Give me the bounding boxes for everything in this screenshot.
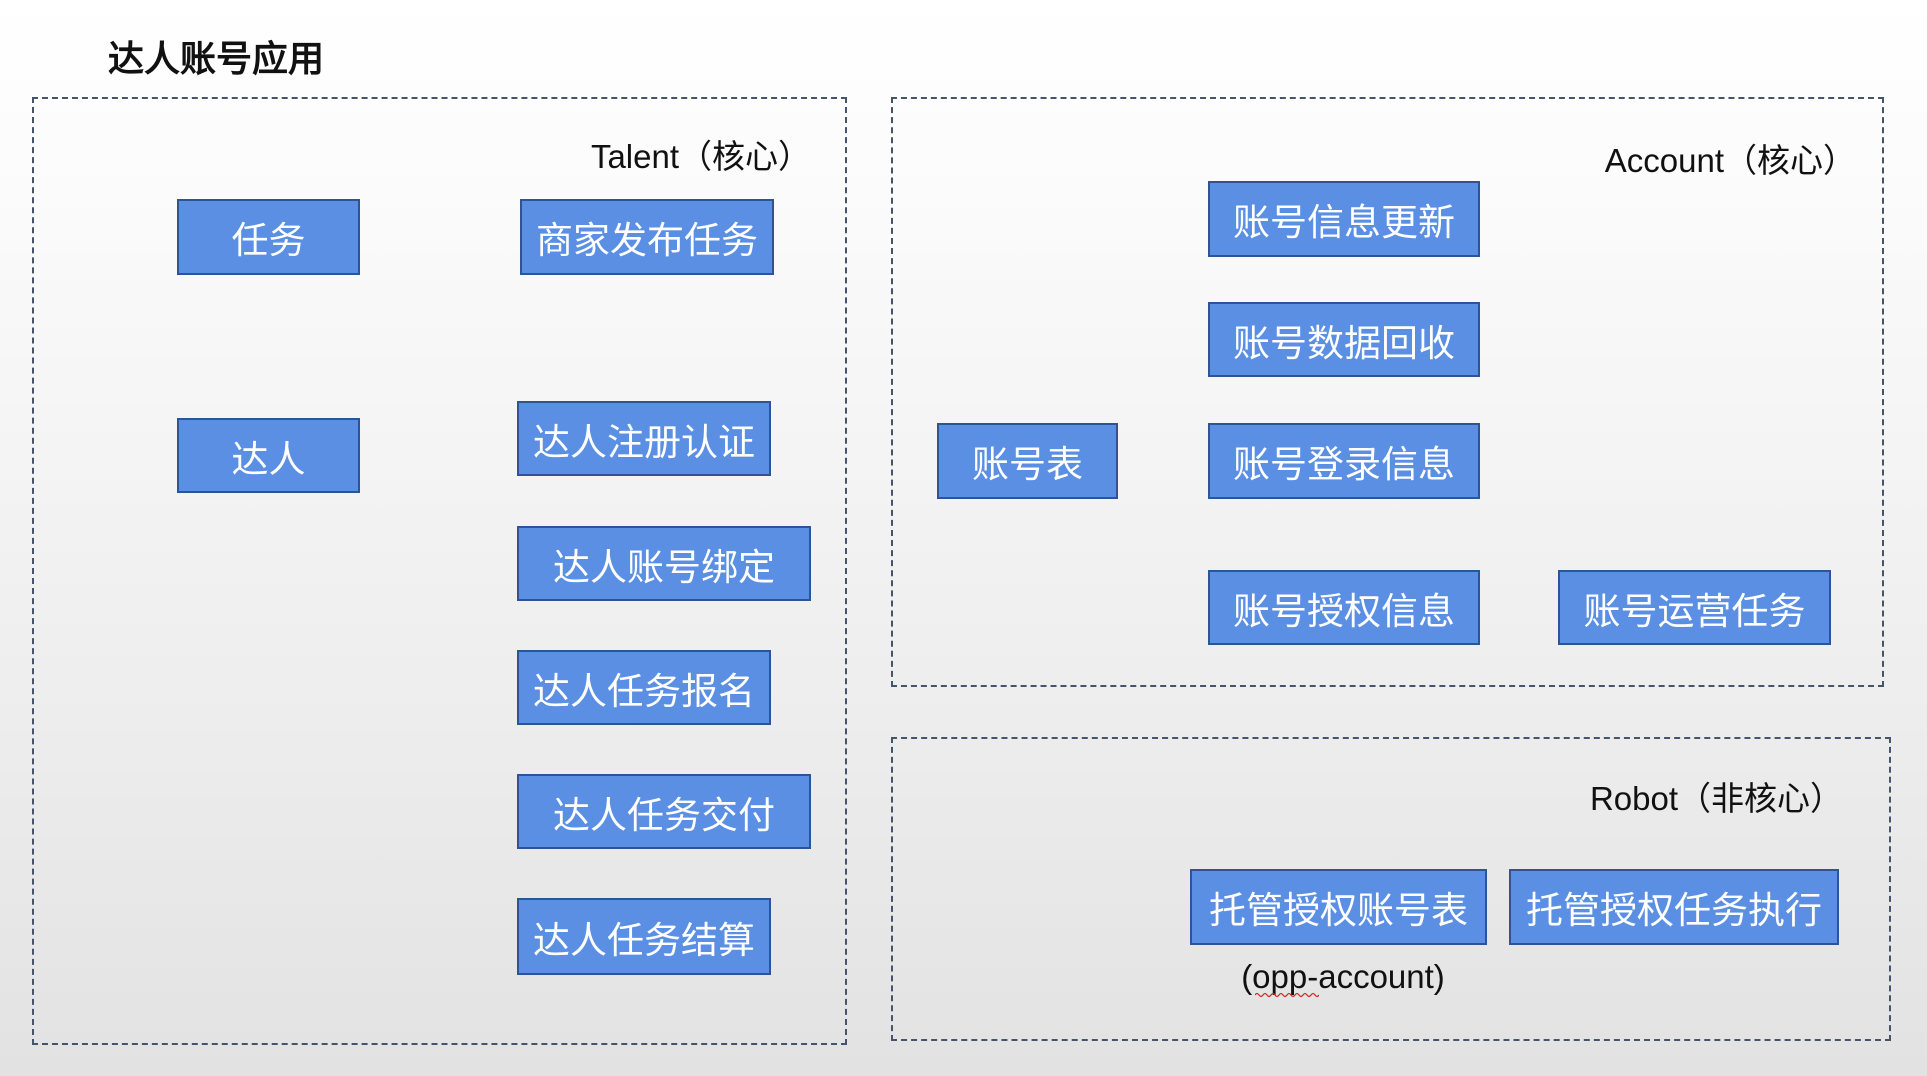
node-talent-task-settlement: 达人任务结算 <box>517 898 771 975</box>
node-account-login-info: 账号登录信息 <box>1208 423 1480 499</box>
node-account-operation-task: 账号运营任务 <box>1558 570 1831 645</box>
talent-group: Talent（核心） 任务 商家发布任务 达人 达人注册认证 达人账号绑定 达人… <box>32 97 847 1045</box>
node-hosted-auth-task-execution: 托管授权任务执行 <box>1509 869 1839 945</box>
node-account-info-update: 账号信息更新 <box>1208 181 1480 257</box>
node-talent-account-binding: 达人账号绑定 <box>517 526 811 601</box>
node-talent-task-delivery: 达人任务交付 <box>517 774 811 849</box>
node-talent-task-signup: 达人任务报名 <box>517 650 771 725</box>
node-task: 任务 <box>177 199 360 275</box>
node-account-table: 账号表 <box>937 423 1118 499</box>
spellcheck-underline <box>1255 992 1319 998</box>
page-title: 达人账号应用 <box>108 38 325 79</box>
account-group: Account（核心） 账号信息更新 账号数据回收 账号表 账号登录信息 账号授… <box>891 97 1884 687</box>
node-talent-registration: 达人注册认证 <box>517 401 771 476</box>
hosted-account-table-caption: (opp-account) <box>1241 958 1445 995</box>
node-account-auth-info: 账号授权信息 <box>1208 570 1480 645</box>
node-merchant-publish-task: 商家发布任务 <box>520 199 774 275</box>
account-group-label: Account（核心） <box>1604 142 1856 179</box>
node-account-data-recovery: 账号数据回收 <box>1208 302 1480 377</box>
node-talent: 达人 <box>177 418 360 493</box>
robot-group: Robot（非核心） 托管授权账号表 托管授权任务执行 (opp-account… <box>891 737 1891 1041</box>
robot-group-label: Robot（非核心） <box>1589 780 1843 817</box>
node-hosted-auth-account-table: 托管授权账号表 <box>1190 869 1487 945</box>
talent-group-label: Talent（核心） <box>590 138 811 175</box>
